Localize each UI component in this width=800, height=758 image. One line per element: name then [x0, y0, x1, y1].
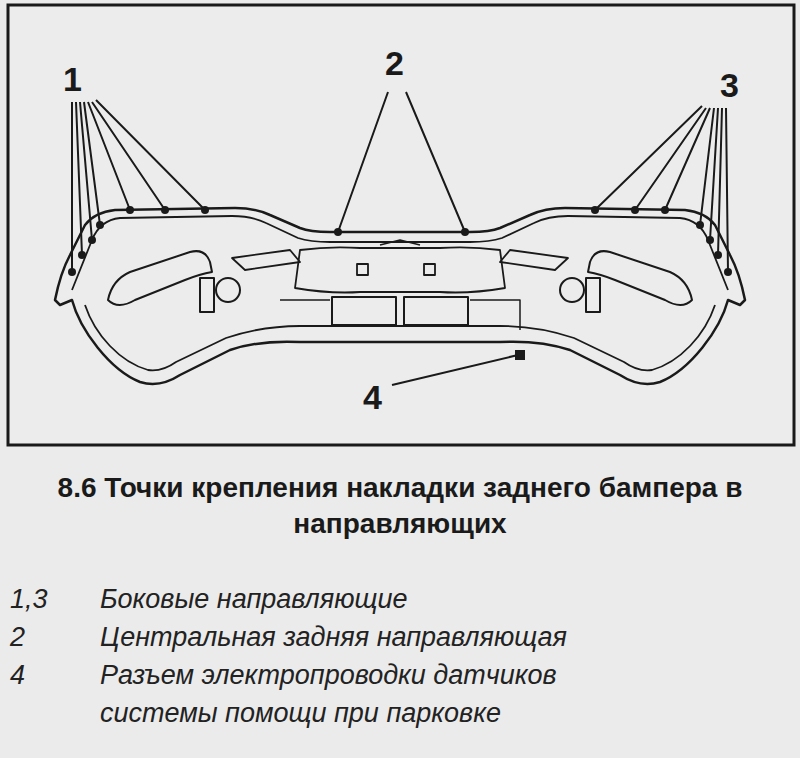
figure-frame: [8, 5, 794, 445]
callout-number: 1: [63, 62, 82, 96]
drawing-part: [295, 247, 505, 292]
bumper-cover: [55, 208, 745, 384]
drawing-part: [85, 305, 715, 370]
drawing-part: [380, 240, 420, 245]
drawing-part: [586, 278, 600, 312]
drawing-part: [392, 355, 518, 385]
drawing-part: [588, 251, 692, 305]
drawing-part: [357, 264, 368, 275]
drawing-part: [200, 278, 214, 312]
drawing-part: [404, 297, 468, 325]
callout-number: 3: [720, 68, 739, 102]
key-text: Боковые направляющие: [100, 580, 407, 618]
callout-number: 2: [385, 46, 404, 80]
leader-lines: [72, 92, 728, 385]
key-text: Центральная задняя направляющая: [100, 618, 567, 656]
drawing-part: [232, 250, 300, 270]
key-number: 2: [10, 618, 25, 656]
drawing-part: [424, 264, 435, 275]
drawing-part: [595, 106, 728, 272]
key-number: 4: [10, 656, 25, 694]
figure-caption: 8.6 Точки крепления накладки заднего бам…: [40, 470, 760, 542]
callout-number: 4: [363, 380, 382, 414]
drawing-part: [55, 208, 745, 384]
drawing-part: [108, 251, 212, 305]
drawing-part: [500, 250, 568, 270]
drawing-part: [332, 297, 396, 325]
drawing-part: [216, 278, 240, 302]
drawing-part: [280, 300, 520, 330]
drawing-part: [338, 92, 465, 232]
key-text: Разъем электропроводки датчиков системы …: [100, 656, 660, 732]
drawing-part: [560, 278, 584, 302]
drawing-part: [72, 100, 205, 272]
mount-points: [68, 206, 732, 360]
key-number: 1,3: [10, 580, 48, 618]
drawing-part: [72, 216, 728, 290]
